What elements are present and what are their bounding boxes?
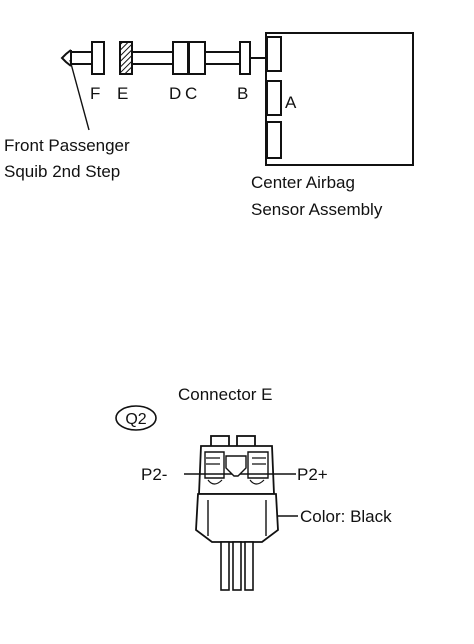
connector-code: Q2 — [125, 411, 146, 428]
connector-title: Connector E — [178, 385, 273, 404]
squib-leader-line — [69, 59, 90, 131]
pin-left-label: P2- — [141, 465, 167, 484]
connector-label-d: D — [169, 84, 181, 103]
connector-e-drawing — [195, 435, 279, 591]
squib-label-line1: Front Passenger — [4, 136, 130, 155]
sensor-connector-slot-3 — [266, 121, 282, 159]
connector-label-a: A — [285, 93, 297, 112]
squib-connector-end — [60, 49, 72, 67]
squib-label-line2: Squib 2nd Step — [4, 162, 120, 181]
connector-f — [91, 41, 105, 75]
color-note: Color: Black — [300, 507, 392, 526]
connector-c — [188, 41, 206, 75]
connector-d — [172, 41, 189, 75]
connector-label-b: B — [237, 84, 248, 103]
connector-code-badge — [115, 405, 157, 431]
connector-label-c: C — [185, 84, 197, 103]
wire-harness — [71, 51, 268, 65]
connector-label-e: E — [117, 84, 128, 103]
connector-a — [266, 80, 282, 116]
pin-right-label: P2+ — [297, 465, 328, 484]
connector-label-f: F — [90, 84, 100, 103]
connector-e — [119, 41, 133, 75]
sensor-connector-slot-1 — [266, 36, 282, 72]
system-diagram: F E D C B A Front Passenger Squib 2nd St… — [4, 32, 414, 219]
sensor-label-line2: Sensor Assembly — [251, 200, 383, 219]
sensor-label-line1: Center Airbag — [251, 173, 355, 192]
connector-detail: Q2 Connector E P2- P2+ — [115, 385, 392, 591]
connector-b — [239, 41, 251, 75]
